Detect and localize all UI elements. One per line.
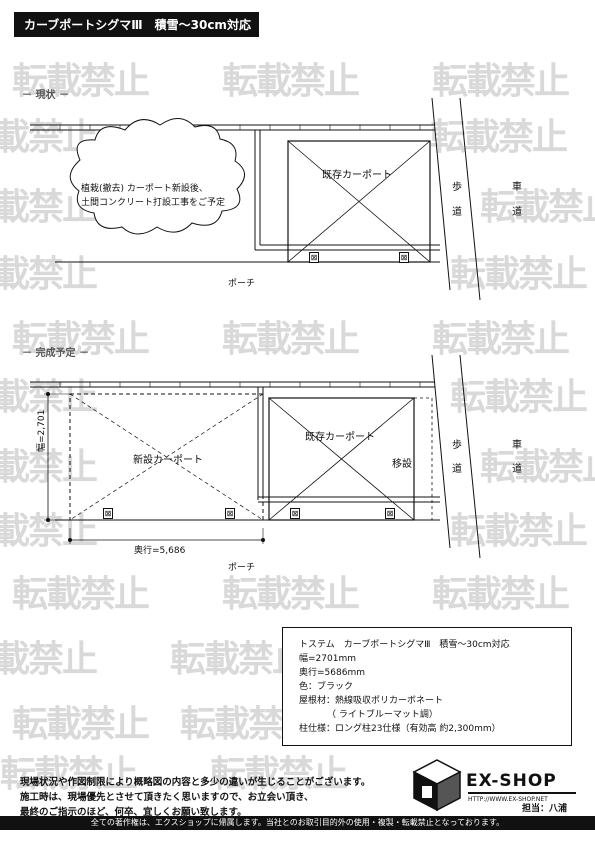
watermark-text: 転載禁止 xyxy=(12,574,150,615)
post-marker: ⊠ xyxy=(290,508,300,519)
watermark-text: 転載禁止 xyxy=(480,447,595,488)
spec-line: トステム カーブポートシグマⅢ 積雪～30cm対応 xyxy=(299,640,510,650)
brand-url: HTTP://WWW.EX-SHOP.NET xyxy=(468,796,548,803)
watermark-text: 転載禁止 xyxy=(0,511,98,552)
notes: 現場状況や作図制限により概略図の内容と多少の違いが生じることがございます。 施工… xyxy=(20,775,370,820)
relocate-label: 移設 xyxy=(392,459,412,470)
watermark-text: 転載禁止 xyxy=(450,254,588,295)
road-label: 道 xyxy=(512,207,522,218)
existing-carport-label: 既存カーポート xyxy=(322,170,392,181)
copyright-footer: 全ての著作権は、エクスショップに帰属します。当社とのお取引目的外の使用・複製・転… xyxy=(0,816,595,830)
note-line: 最終のご指示のほど、何卒、宜しくお願い致します。 xyxy=(20,807,247,818)
watermark-text: 転載禁止 xyxy=(12,319,150,360)
spec-line: 幅=2701mm xyxy=(299,654,356,664)
new-carport-label: 新設カーポート xyxy=(133,455,203,466)
watermark-text: 転載禁止 xyxy=(0,377,98,418)
road-label: 道 xyxy=(512,464,522,475)
watermark-text: 転載禁止 xyxy=(432,319,570,360)
watermark-text: 転載禁止 xyxy=(210,754,348,795)
watermark-text: 転載禁止 xyxy=(222,61,360,102)
post-marker: ⊠ xyxy=(385,508,395,519)
watermark-text: 転載禁止 xyxy=(12,61,150,102)
sidewalk-label: 歩 xyxy=(452,182,462,193)
watermark-text: 転載禁止 xyxy=(222,319,360,360)
existing-carport-label: 既存カーポート xyxy=(305,432,375,443)
cloud-note-line1: 植栽(撤去) カーポート新設後、 xyxy=(81,184,208,194)
spec-line: 屋根材：熱線吸収ポリカーボネート xyxy=(299,696,444,706)
spec-box: トステム カーブポートシグマⅢ 積雪～30cm対応 幅=2701mm 奥行=56… xyxy=(282,627,572,746)
cube-icon xyxy=(412,759,462,812)
watermark-text: 転載禁止 xyxy=(432,574,570,615)
note-line: 現場状況や作図制限により概略図の内容と多少の違いが生じることがございます。 xyxy=(20,777,371,788)
watermark-text: 転載禁止 xyxy=(432,61,570,102)
watermark-text: 転載禁止 xyxy=(0,639,98,680)
post-marker: ⊠ xyxy=(225,508,235,519)
post-marker: ⊠ xyxy=(399,252,409,263)
sidewalk-label: 道 xyxy=(452,464,462,475)
porch-label: ポーチ xyxy=(228,279,256,289)
spec-line: （ ライトブルーマット調） xyxy=(327,710,438,720)
watermark-text: 転載禁止 xyxy=(0,754,138,795)
depth-dimension-label: 奥行=5,686 xyxy=(134,546,186,556)
porch-label: ポーチ xyxy=(228,563,256,573)
sidewalk-label: 道 xyxy=(452,207,462,218)
watermark-text: 転載禁止 xyxy=(450,377,588,418)
person-in-charge: 担当：八浦 xyxy=(522,804,568,814)
watermark-text: 転載禁止 xyxy=(0,254,98,295)
page-title: カーブポートシグマⅢ 積雪～30cm対応 xyxy=(14,12,259,37)
road-label: 車 xyxy=(512,440,522,451)
spec-line: 柱仕様：ロング柱23仕様（有効高 約2,300mm） xyxy=(299,724,501,734)
spec-line: 色：ブラック xyxy=(299,682,354,692)
watermark-text: 転載禁止 xyxy=(480,187,595,228)
spec-line: 奥行=5686mm xyxy=(299,668,365,678)
watermark-text: 転載禁止 xyxy=(430,117,568,158)
brand-name: EX-SHOP xyxy=(466,771,557,791)
road-label: 車 xyxy=(512,182,522,193)
post-marker: ⊠ xyxy=(103,508,113,519)
watermark-text: 転載禁止 xyxy=(0,447,98,488)
section-label-current: － 現状 － xyxy=(22,90,69,101)
section-label-planned: － 完成予定 － xyxy=(22,348,89,359)
post-marker: ⊠ xyxy=(309,252,319,263)
note-line: 施工時は、現場優先とさせて頂きたく思いますので、お立会い頂き、 xyxy=(20,792,314,803)
ex-shop-logo: EX-SHOP HTTP://WWW.EX-SHOP.NET xyxy=(406,758,576,814)
watermark-text: 転載禁止 xyxy=(222,574,360,615)
cloud-note-line2: 土間コンクリート打設工事をご予定 xyxy=(81,198,226,208)
watermark-text: 転載禁止 xyxy=(12,704,150,745)
width-dimension-label: 幅=2,701 xyxy=(37,409,47,452)
sidewalk-label: 歩 xyxy=(452,440,462,451)
watermark-text: 転載禁止 xyxy=(450,511,588,552)
